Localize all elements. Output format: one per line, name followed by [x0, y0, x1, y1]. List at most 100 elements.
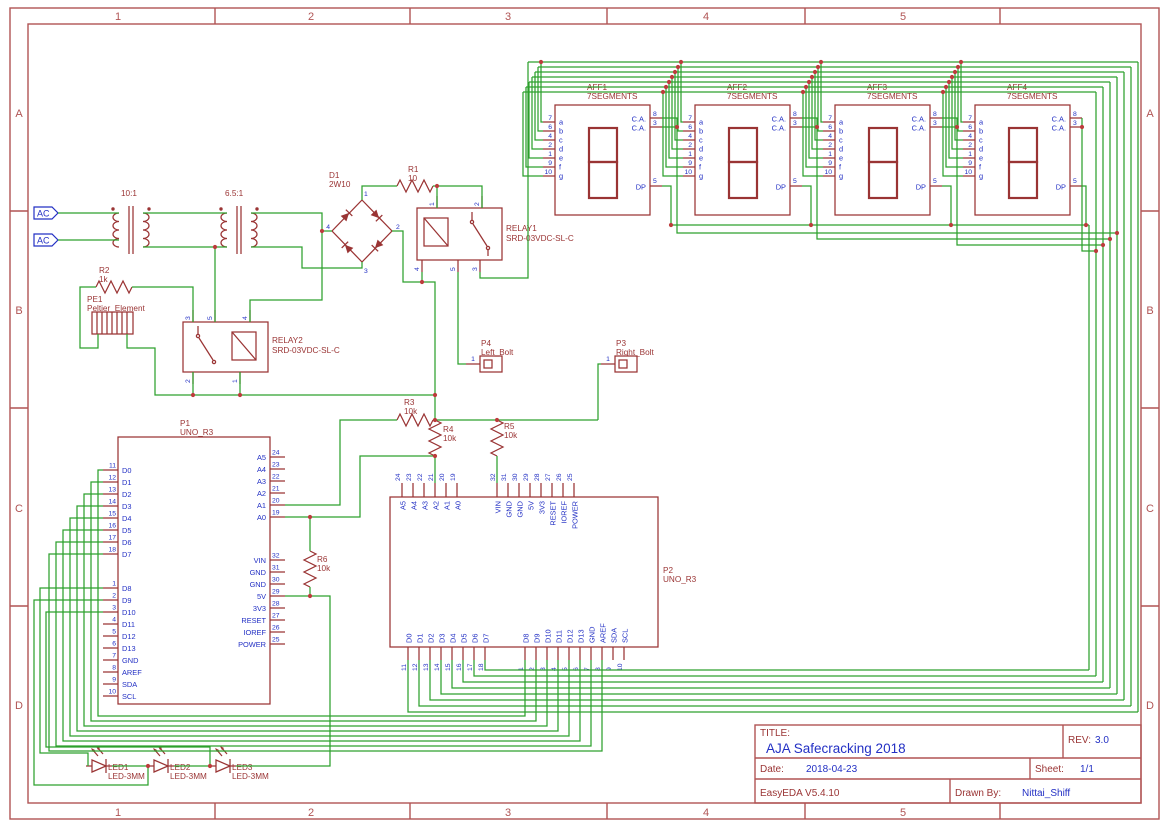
segment-wire[interactable]	[811, 77, 823, 150]
wire[interactable]	[433, 185, 483, 208]
arduino-body[interactable]	[117, 436, 271, 705]
segment-wire[interactable]	[662, 92, 683, 177]
p1-p2-bus[interactable]	[97, 469, 526, 717]
p2-display-bus[interactable]	[484, 660, 1089, 671]
p1-p2-bus[interactable]	[90, 481, 537, 722]
wire[interactable]	[132, 286, 194, 322]
dp-wire[interactable]	[662, 185, 672, 225]
wire[interactable]	[457, 272, 466, 365]
resistor-r2[interactable]: R2 1k	[95, 266, 133, 294]
wire[interactable]	[79, 286, 99, 349]
ac-port-1[interactable]: AC	[33, 206, 59, 220]
relay-body[interactable]	[182, 321, 269, 373]
netport-flag-icon[interactable]	[33, 233, 59, 247]
p2-display-bus[interactable]	[418, 660, 1131, 707]
p1-p2-bus[interactable]	[48, 553, 603, 752]
wire[interactable]	[361, 185, 397, 200]
wire[interactable]	[285, 455, 435, 518]
bridge-body[interactable]	[331, 199, 393, 263]
display-body[interactable]	[834, 104, 931, 216]
segment-wire[interactable]	[540, 62, 543, 123]
wire[interactable]	[597, 363, 601, 420]
p2-display-bus[interactable]	[462, 660, 1103, 683]
relay-body[interactable]	[416, 207, 503, 261]
wire[interactable]	[33, 599, 149, 786]
segment-wire[interactable]	[677, 67, 683, 132]
resistor-r1[interactable]: R1 10	[396, 165, 434, 193]
connector-p3-right-bolt[interactable]: 1 P3 Right_Bolt	[601, 339, 655, 373]
display-body[interactable]	[694, 104, 791, 216]
wire[interactable]	[126, 334, 435, 396]
relay2[interactable]: RELAY2 SRD-03VDC-SL-C	[182, 310, 340, 384]
connector-body[interactable]	[479, 355, 503, 373]
arduino-p2[interactable]: 24A523A422A321A220A119A032VIN31GND30GND2…	[389, 473, 659, 671]
dp-wire[interactable]	[942, 185, 952, 225]
segment-wire[interactable]	[665, 87, 683, 168]
segment-wire[interactable]	[820, 62, 823, 123]
resistor-r5[interactable]: R5 10k	[490, 419, 518, 457]
netport-flag-icon[interactable]	[33, 206, 59, 220]
segment-wire[interactable]	[534, 72, 543, 141]
resistor-body[interactable]	[303, 550, 317, 588]
segment-wire[interactable]	[537, 67, 543, 132]
arduino-body[interactable]	[389, 496, 659, 648]
segment-wire[interactable]	[525, 87, 543, 168]
peltier-pe1[interactable]: PE1 Peltier_Element	[87, 295, 146, 335]
relay1[interactable]: RELAY1 SRD-03VDC-SL-C	[416, 196, 574, 272]
resistor-r3[interactable]: R3 10k	[396, 398, 434, 427]
wire[interactable]	[39, 587, 103, 766]
display-body[interactable]	[974, 104, 1071, 216]
p1-p2-bus[interactable]	[69, 517, 570, 737]
segment-wire[interactable]	[805, 87, 823, 168]
segment-wire[interactable]	[671, 77, 683, 150]
resistor-body[interactable]	[490, 419, 504, 457]
p1-p2-bus[interactable]	[55, 541, 592, 747]
segment-wire[interactable]	[674, 72, 683, 141]
segment-wire[interactable]	[808, 82, 823, 159]
wire[interactable]	[251, 212, 332, 232]
segment-wire[interactable]	[668, 82, 683, 159]
ac-port-2[interactable]: AC	[33, 233, 59, 247]
segment-wire[interactable]	[948, 82, 963, 159]
wire[interactable]	[251, 246, 363, 269]
wire[interactable]	[479, 62, 529, 279]
wire[interactable]	[45, 611, 211, 766]
resistor-r4[interactable]: R4 10k	[428, 419, 457, 457]
p1-p2-bus[interactable]	[76, 505, 559, 732]
resistor-r6[interactable]: R6 10k	[303, 550, 331, 588]
p2-display-bus[interactable]	[473, 660, 1096, 677]
p2-display-bus[interactable]	[407, 660, 1138, 713]
segment-wire[interactable]	[522, 92, 543, 177]
p2-display-bus[interactable]	[451, 660, 1110, 689]
connector-body[interactable]	[614, 355, 638, 373]
wire[interactable]	[285, 419, 397, 506]
wire[interactable]	[236, 595, 331, 767]
transformer-t2[interactable]: 6.5:1	[219, 189, 259, 254]
segment-wire[interactable]	[531, 77, 543, 150]
segment-wire[interactable]	[817, 67, 823, 132]
dp-wire[interactable]	[802, 185, 812, 225]
segment-wire[interactable]	[942, 92, 963, 177]
p1-p2-bus[interactable]	[62, 529, 581, 742]
segment-wire[interactable]	[957, 67, 963, 132]
segment-wire[interactable]	[954, 72, 963, 141]
p2-display-bus[interactable]	[440, 660, 1117, 695]
wire[interactable]	[249, 231, 323, 322]
p2-display-bus[interactable]	[429, 660, 1124, 701]
display-body[interactable]	[554, 104, 651, 216]
segment-wire[interactable]	[802, 92, 823, 177]
dp-wire[interactable]	[1082, 185, 1087, 225]
segment-wire[interactable]	[945, 87, 963, 168]
segment-wire[interactable]	[814, 72, 823, 141]
transformer-t1[interactable]: 10:1	[111, 189, 151, 254]
p1-p2-bus[interactable]	[83, 493, 548, 727]
digit-select-wire[interactable]	[1081, 118, 1096, 252]
connector-p4-left-bolt[interactable]: 1 P4 Left_Bolt	[466, 339, 514, 373]
segment-wire[interactable]	[528, 82, 543, 159]
segment-wire[interactable]	[960, 62, 963, 123]
